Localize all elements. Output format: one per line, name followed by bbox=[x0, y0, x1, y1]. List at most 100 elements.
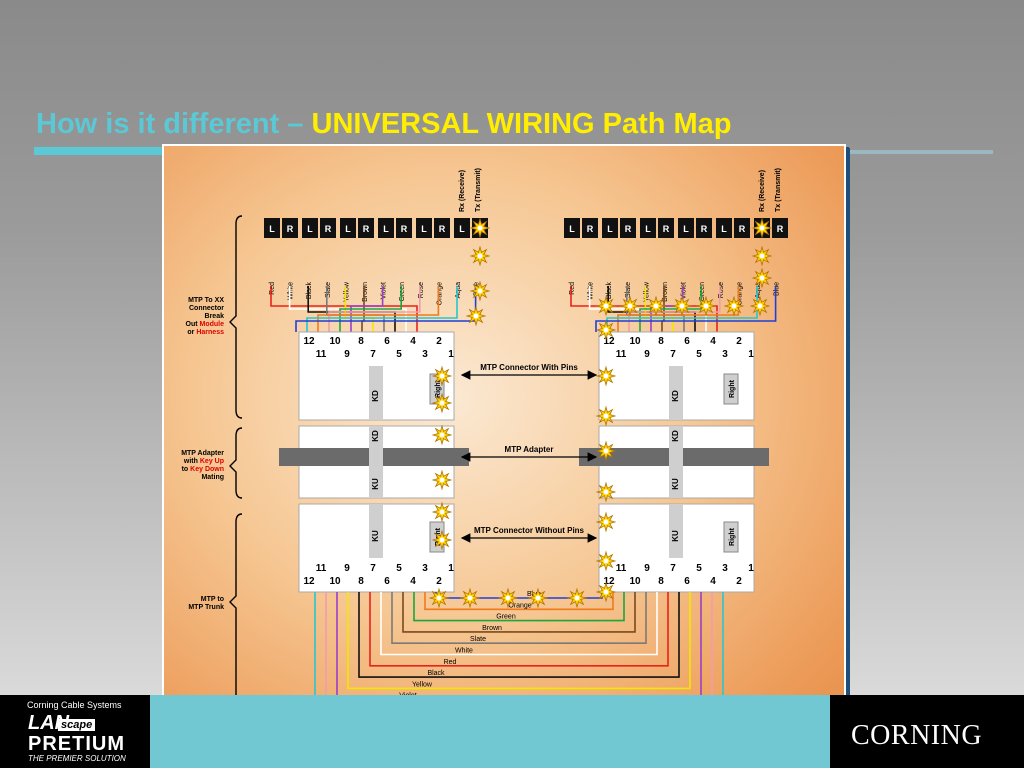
fiber-label-rose: Rose bbox=[418, 282, 425, 298]
tx-label: Tx (Transmit) bbox=[775, 168, 782, 212]
starburst-core bbox=[467, 595, 473, 601]
connection-starburst bbox=[428, 587, 450, 609]
connection-starburst bbox=[645, 295, 667, 317]
connector-left-r-block bbox=[396, 218, 412, 238]
connector-left-l-block bbox=[302, 218, 318, 238]
fiber-label-yellow: Yellow bbox=[643, 281, 650, 302]
connector-r-label: R bbox=[401, 224, 408, 234]
starburst-core bbox=[603, 448, 609, 454]
fiber-path-rose bbox=[628, 286, 721, 332]
connection-starburst bbox=[566, 587, 588, 609]
pin-number-odd: 7 bbox=[670, 349, 676, 360]
fiber-path-rose bbox=[328, 286, 421, 332]
ku-label: KU bbox=[371, 530, 380, 542]
connector-right-r-block bbox=[772, 218, 788, 238]
pin-number-odd-bottom: 7 bbox=[370, 563, 376, 574]
connector-right-l-block bbox=[678, 218, 694, 238]
starburst-core bbox=[477, 253, 483, 259]
trunk-label-green: Green bbox=[496, 614, 516, 621]
connection-starburst bbox=[431, 392, 453, 414]
connector-l-label: L bbox=[645, 224, 651, 234]
connection-starburst bbox=[431, 424, 453, 446]
key-up-label: Key Up bbox=[200, 458, 224, 465]
connection-starburst bbox=[595, 511, 617, 533]
trunk-fiber-orange bbox=[424, 592, 614, 611]
connection-starburst bbox=[431, 469, 453, 491]
pin-number-odd-bottom: 5 bbox=[396, 563, 402, 574]
trunk-fiber-white bbox=[380, 592, 658, 656]
fiber-label-white: White bbox=[288, 282, 295, 300]
fiber-label-black: Black bbox=[606, 282, 613, 300]
trunk-fiber-yellow bbox=[347, 592, 691, 690]
connector-left-l-block bbox=[264, 218, 280, 238]
starburst-core bbox=[439, 373, 445, 379]
pin-number-even: 4 bbox=[410, 336, 416, 347]
pin-number-odd: 5 bbox=[696, 349, 702, 360]
fiber-path-blue bbox=[295, 286, 477, 332]
connection-starburst bbox=[595, 581, 617, 603]
key-post-bottom-left bbox=[369, 504, 383, 558]
connector-r-label: R bbox=[325, 224, 332, 234]
fiber-label-yellow: Yellow bbox=[343, 281, 350, 302]
pin-number-even: 10 bbox=[329, 336, 341, 347]
trunk-label-line: MTP Trunk bbox=[188, 604, 224, 611]
starburst-core bbox=[627, 303, 633, 309]
connector-r-label: R bbox=[777, 224, 784, 234]
connection-starburst bbox=[595, 550, 617, 572]
trunk-fiber-red bbox=[369, 592, 669, 667]
pin-number-odd-bottom: 11 bbox=[616, 563, 627, 574]
pin-number-odd-bottom: 3 bbox=[422, 563, 428, 574]
connection-starburst bbox=[751, 217, 773, 239]
starburst-core bbox=[505, 595, 511, 601]
connection-starburst bbox=[469, 245, 491, 267]
right-tag-label: Right bbox=[729, 379, 736, 398]
starburst-core bbox=[679, 303, 685, 309]
fiber-path-red bbox=[270, 286, 418, 332]
connector-left-l-block bbox=[340, 218, 356, 238]
adapter-label-to: to Key Down bbox=[182, 466, 224, 473]
starburst-core bbox=[759, 253, 765, 259]
connector-l-label: L bbox=[345, 224, 351, 234]
ku-label: KU bbox=[671, 478, 680, 490]
pin-number-even: 4 bbox=[710, 336, 716, 347]
connector-right-r-block bbox=[734, 218, 750, 238]
key-post-top-right bbox=[669, 366, 683, 420]
pin-number-even: 2 bbox=[736, 336, 742, 347]
connector-r-label: R bbox=[287, 224, 294, 234]
pin-number-odd: 11 bbox=[316, 349, 327, 360]
starburst-core bbox=[439, 400, 445, 406]
pin-number-odd-bottom: 1 bbox=[448, 563, 454, 574]
fiber-path-violet bbox=[350, 286, 384, 332]
harness-label: Harness bbox=[196, 329, 224, 336]
pin-number-odd-bottom: 9 bbox=[644, 563, 650, 574]
key-post-top-left bbox=[369, 366, 383, 420]
connector-r-label: R bbox=[587, 224, 594, 234]
right-tag-label: Right bbox=[435, 379, 442, 398]
starburst-core bbox=[436, 595, 442, 601]
breakout-label-or: or Harness bbox=[187, 329, 224, 336]
pin-number-odd: 3 bbox=[722, 349, 728, 360]
connector-l-label: L bbox=[269, 224, 275, 234]
module-label: Module bbox=[200, 321, 225, 328]
corning-logo: CORNING bbox=[851, 720, 983, 751]
starburst-core bbox=[473, 313, 479, 319]
starburst-core bbox=[759, 225, 765, 231]
connection-starburst bbox=[595, 365, 617, 387]
connector-right-l-block bbox=[640, 218, 656, 238]
bracket-breakout bbox=[229, 215, 243, 419]
fiber-label-red: Red bbox=[569, 282, 576, 295]
pin-number-odd: 5 bbox=[396, 349, 402, 360]
key-down-label: Key Down bbox=[190, 466, 224, 473]
starburst-core bbox=[439, 477, 445, 483]
right-tag-bottom-right bbox=[723, 521, 739, 553]
pin-number-even-bottom: 6 bbox=[384, 576, 390, 587]
fiber-label-green: Green bbox=[699, 282, 706, 302]
company-name: Corning Cable Systems bbox=[27, 700, 122, 710]
pin-number-even-bottom: 2 bbox=[436, 576, 442, 587]
footer-left-band bbox=[0, 695, 150, 768]
starburst-core bbox=[757, 303, 763, 309]
connector-l-label: L bbox=[307, 224, 313, 234]
connector-right-r-block bbox=[620, 218, 636, 238]
breakout-label-line: Connector bbox=[189, 305, 224, 312]
footer-right-band bbox=[830, 695, 1024, 768]
